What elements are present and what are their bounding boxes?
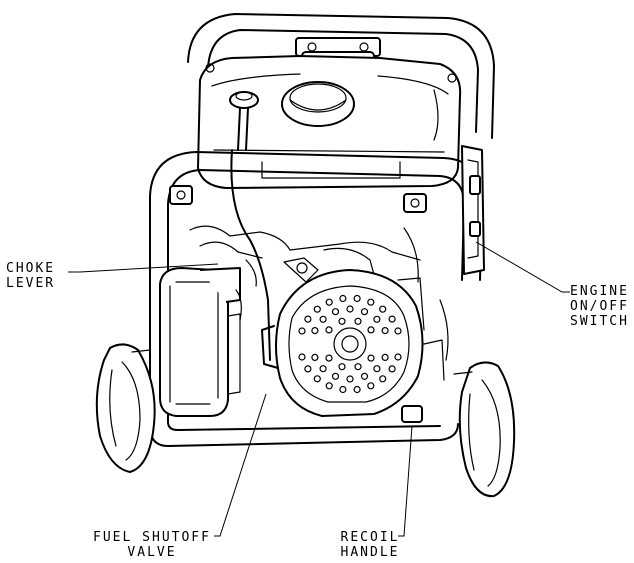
recoil-handle-leader — [398, 425, 413, 537]
vent-holes — [298, 294, 402, 394]
vent-hole — [339, 294, 347, 303]
switch-label-line-1: ENGINE — [570, 284, 629, 299]
vent-hole — [373, 315, 381, 323]
vent-hole — [331, 372, 340, 380]
recoil-handle-label: RECOIL HANDLE — [336, 530, 404, 560]
vent-hole — [311, 353, 319, 361]
choke-lever-leader — [68, 263, 219, 273]
fuel-valve-label: FUEL SHUTOFF VALVE — [88, 530, 216, 560]
vent-hole — [338, 363, 346, 371]
right-wheel — [453, 361, 516, 498]
vent-hole — [319, 315, 327, 323]
choke-label-line-2: LEVER — [6, 276, 56, 291]
vent-hole — [373, 365, 381, 373]
vent-hole — [394, 353, 402, 361]
vent-hole — [298, 327, 306, 335]
fuel-valve-leader — [214, 393, 267, 537]
recoil-label-line-1: RECOIL — [340, 530, 400, 545]
vent-hole — [298, 353, 306, 361]
vent-hole — [319, 365, 327, 373]
left-wheel — [95, 343, 156, 473]
vent-hole — [360, 308, 369, 316]
vent-hole — [325, 354, 333, 362]
vent-hole — [311, 327, 319, 335]
switch-label-line-3: SWITCH — [570, 314, 629, 329]
choke-lever-label: CHOKE LEVER — [6, 261, 55, 291]
vent-hole — [331, 308, 340, 316]
switch-panel — [461, 145, 485, 275]
vent-hole — [360, 372, 369, 380]
fuel-tank — [197, 55, 462, 189]
vent-hole — [354, 363, 362, 371]
vent-hole — [379, 375, 387, 383]
vent-hole — [354, 317, 362, 325]
engine-switch-label: ENGINE ON/OFF SWITCH — [570, 284, 629, 329]
vent-hole — [388, 365, 396, 373]
vent-hole — [346, 305, 354, 313]
vent-hole — [388, 315, 396, 323]
vent-hole — [381, 327, 389, 335]
fuel-label-line-2: VALVE — [127, 545, 177, 560]
air-filter — [159, 267, 241, 417]
vent-hole — [367, 326, 375, 334]
vent-hole — [325, 326, 333, 334]
vent-hole — [313, 375, 321, 383]
vent-hole — [325, 298, 333, 306]
vent-hole — [353, 294, 361, 303]
vent-hole — [381, 353, 389, 361]
fuel-label-line-1: FUEL SHUTOFF — [93, 530, 211, 545]
engine-block — [189, 149, 449, 381]
recoil-cover — [261, 269, 424, 417]
vent-hole — [394, 327, 402, 335]
vent-hole — [367, 354, 375, 362]
recoil-label-line-2: HANDLE — [340, 545, 400, 560]
vent-hole — [304, 315, 312, 323]
switch-label-line-2: ON/OFF — [570, 299, 629, 314]
vent-hole — [304, 365, 312, 373]
vent-hole — [325, 382, 333, 390]
vent-hole — [379, 305, 387, 313]
vent-hole — [367, 382, 375, 390]
vent-hole — [353, 385, 361, 394]
vent-hole — [346, 375, 354, 383]
vent-hole — [338, 317, 346, 325]
vent-hole — [313, 305, 321, 313]
engine-switch-leader — [475, 241, 570, 293]
vent-hole — [367, 298, 375, 306]
choke-label-line-1: CHOKE — [6, 261, 56, 276]
vent-hole — [339, 385, 347, 394]
